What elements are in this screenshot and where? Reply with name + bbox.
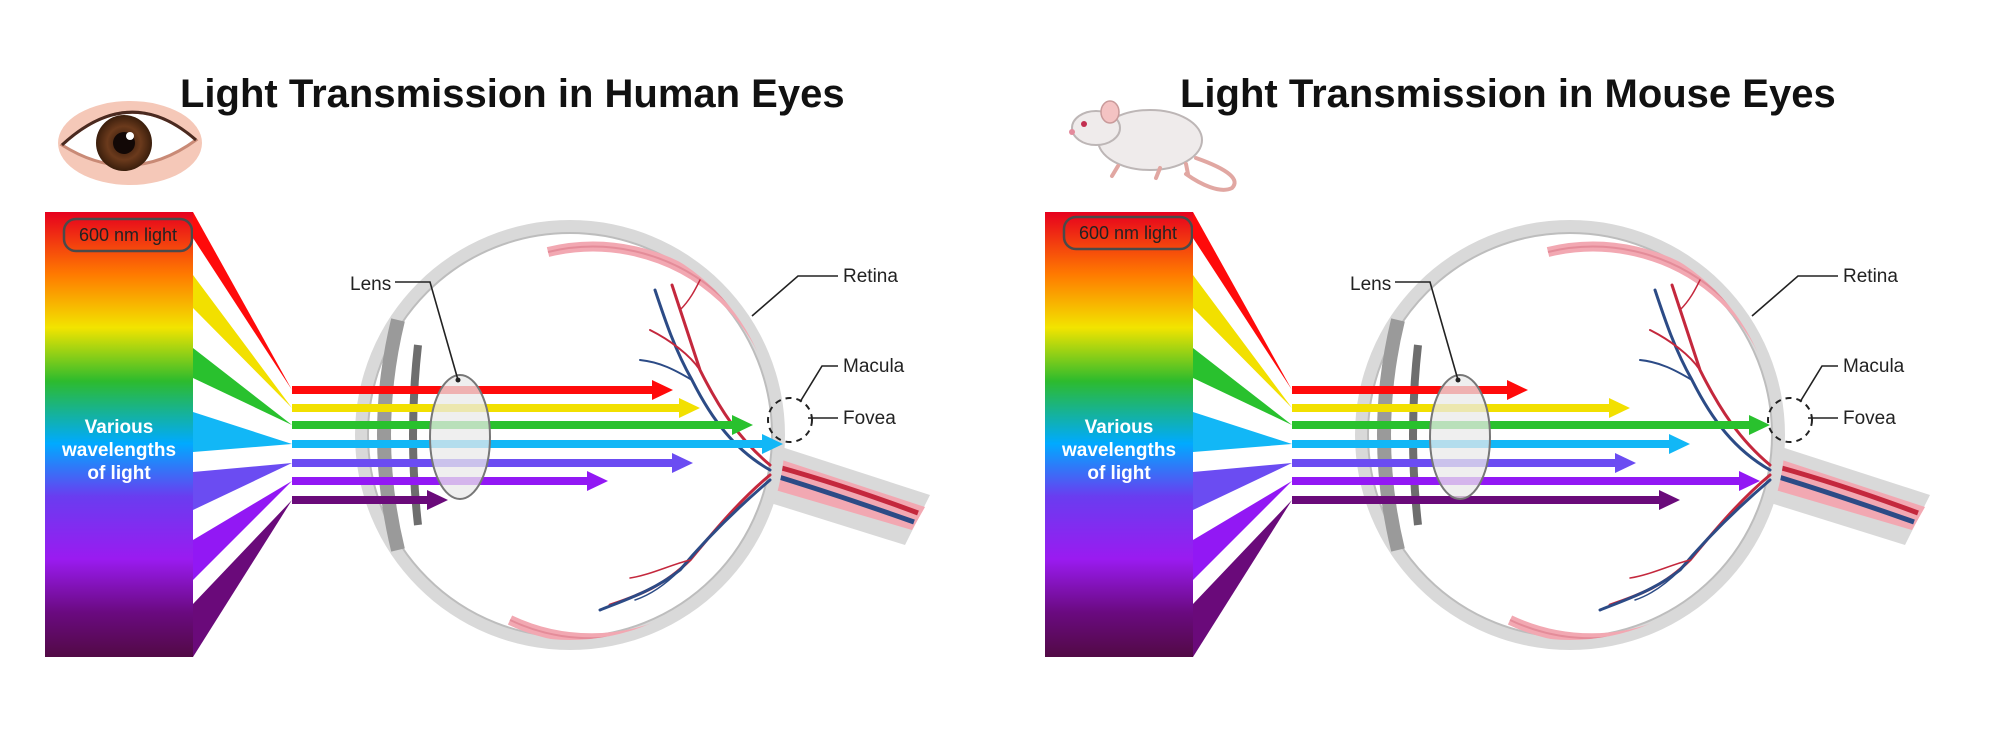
mouse-icon: [1069, 100, 1237, 192]
spectrum-label-line2: wavelengths: [61, 440, 176, 461]
spectrum-label-line3: of light: [87, 463, 151, 484]
retina-label: Retina: [1843, 266, 1898, 287]
panel-title: Light Transmission in Human Eyes: [180, 72, 845, 116]
human-eye-panel: 600 nm light Various wavelengths of ligh…: [45, 72, 930, 657]
band-600nm-box: [1062, 215, 1194, 251]
spectrum-panel: [45, 212, 193, 657]
lens: [1429, 374, 1491, 500]
fovea-marker: [1767, 397, 1813, 443]
lens: [429, 374, 491, 500]
spectrum-panel: [1045, 212, 1193, 657]
fovea-label: Fovea: [843, 408, 896, 429]
eye-globe: [1355, 220, 1930, 650]
macula-label: Macula: [1843, 356, 1905, 377]
spectrum-label-line1: Various: [85, 417, 154, 438]
lens-label: Lens: [350, 274, 391, 295]
band-600nm-box: [62, 217, 194, 253]
converging-light-wedges: [193, 212, 292, 657]
mouse-eye-diagram: 600 nm light Various wavelengths of ligh…: [1045, 100, 1930, 657]
band-600nm-label: 600 nm light: [1079, 223, 1177, 243]
fovea-marker: [767, 397, 813, 443]
converging-light-wedges: [1193, 212, 1292, 657]
band-600nm-label: 600 nm light: [79, 225, 177, 245]
panel-title: Light Transmission in Mouse Eyes: [1180, 72, 1836, 116]
eye-globe: [355, 220, 930, 650]
spectrum-label-line1: Various: [1085, 417, 1154, 438]
mouse-eye-panel: 600 nm light Various wavelengths of ligh…: [1000, 0, 2000, 750]
human-eye-icon: [58, 101, 202, 185]
retinal-vessels: [1598, 279, 1772, 612]
spectrum-label-line3: of light: [1087, 463, 1151, 484]
fovea-label: Fovea: [1843, 408, 1896, 429]
macula-label: Macula: [843, 356, 905, 377]
retina-label: Retina: [843, 266, 898, 287]
lens-label: Lens: [1350, 274, 1391, 295]
spectrum-label-line2: wavelengths: [1061, 440, 1176, 461]
human-eye-diagram: 600 nm light Various wavelengths of ligh…: [45, 101, 930, 657]
